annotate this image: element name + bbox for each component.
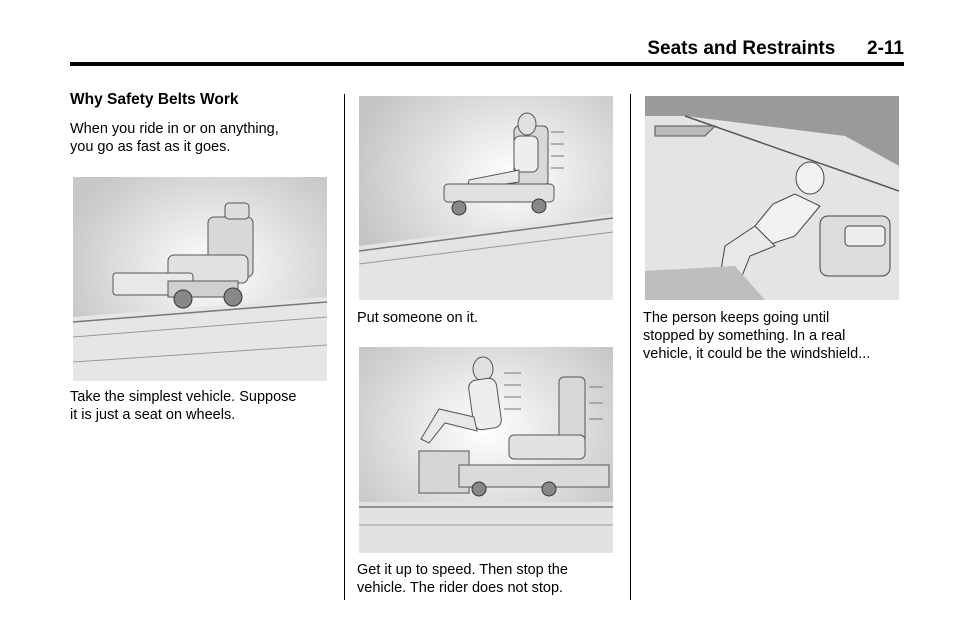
text-line: vehicle. The rider does not stop. (357, 580, 564, 596)
section-header: Seats and Restraints 2-11 (647, 38, 904, 60)
text-line: vehicle, it could be the windshield... (643, 346, 871, 362)
figure-windshield (645, 96, 899, 300)
header-rule (70, 62, 904, 66)
figure-seat-on-wheels (73, 177, 327, 381)
figure-3-caption: Get it up to speed. Then stop the vehicl… (357, 561, 568, 597)
figure-vehicle-stop (359, 347, 613, 553)
column-divider-2 (630, 94, 631, 600)
text-line: Put someone on it. (357, 310, 478, 326)
figure-2-caption: Put someone on it. (357, 309, 478, 327)
figure-person-on-seat (359, 96, 613, 300)
column-divider-1 (344, 94, 345, 600)
text-line: Take the simplest vehicle. Suppose (70, 389, 297, 405)
text-line: stopped by something. In a real (643, 328, 846, 344)
section-heading: Why Safety Belts Work (70, 91, 239, 108)
intro-paragraph: When you ride in or on anything, you go … (70, 120, 279, 156)
text-line: Get it up to speed. Then stop the (357, 562, 568, 578)
text-line: it is just a seat on wheels. (70, 407, 236, 423)
figure-4-caption: The person keeps going until stopped by … (643, 309, 870, 363)
text-line: The person keeps going until (643, 310, 830, 326)
text-line: you go as fast as it goes. (70, 139, 231, 155)
page-number: 2-11 (867, 38, 904, 59)
section-title: Seats and Restraints (647, 38, 836, 59)
figure-1-caption: Take the simplest vehicle. Suppose it is… (70, 388, 297, 424)
text-line: When you ride in or on anything, (70, 121, 279, 137)
